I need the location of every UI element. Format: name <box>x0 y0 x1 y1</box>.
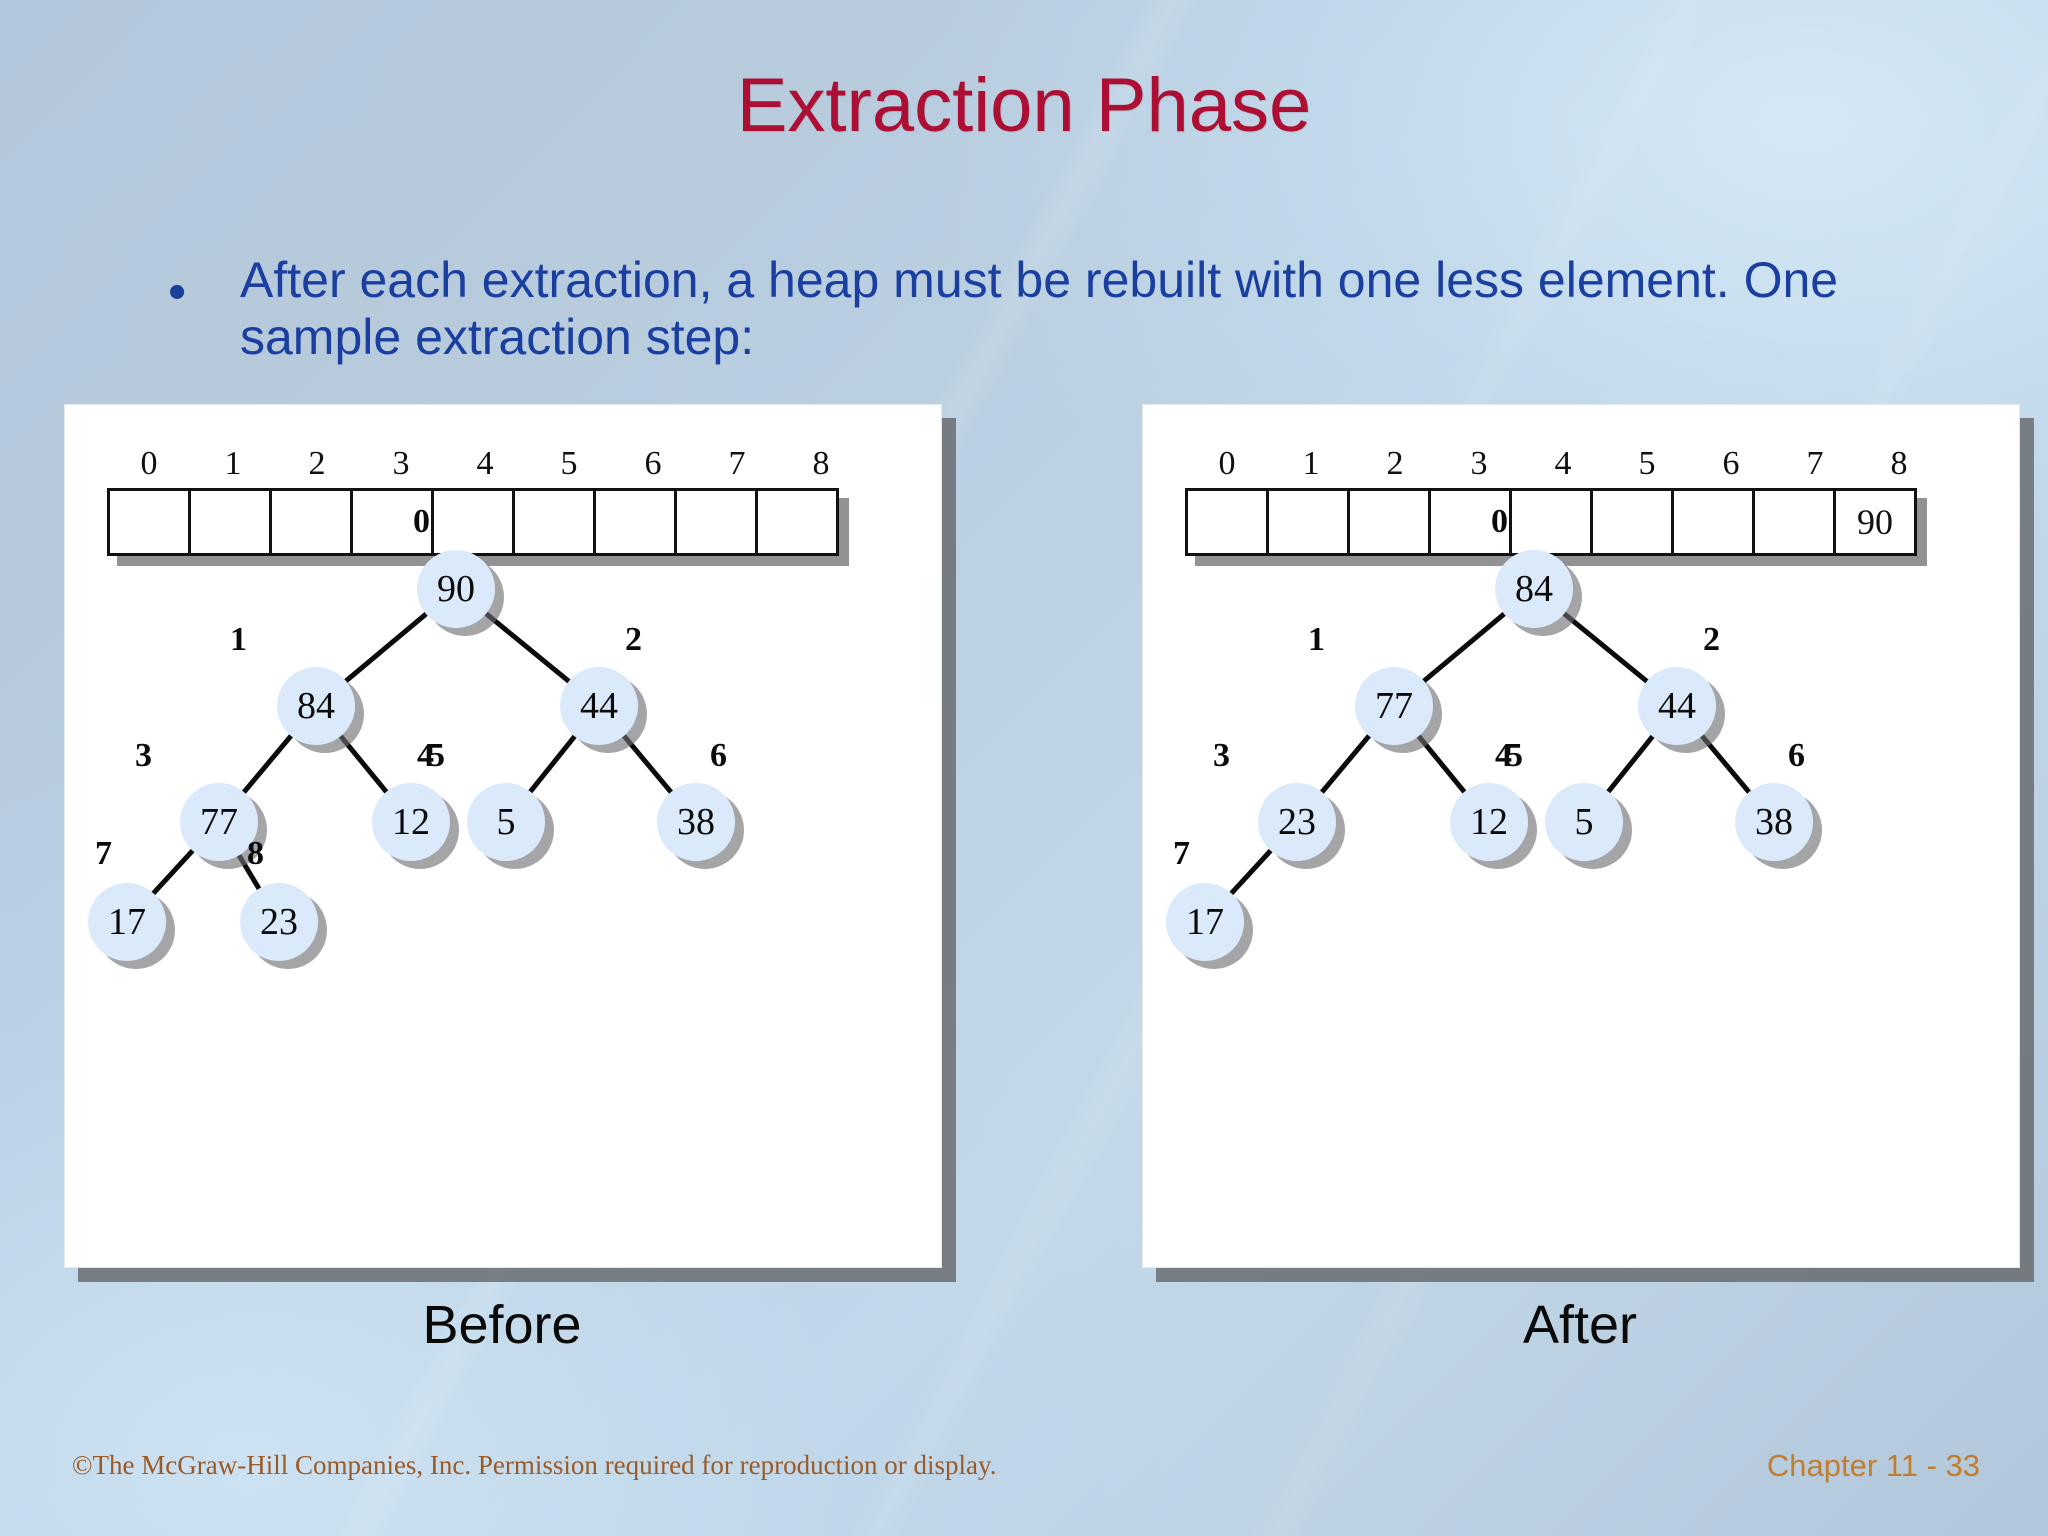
array-index-label: 2 <box>1386 445 1404 482</box>
tree-node[interactable]: 17 <box>88 883 166 961</box>
tree-node-index-label: 4 <box>1495 737 1512 774</box>
array-index-label: 1 <box>1302 445 1320 482</box>
tree-node-index-label: 6 <box>710 737 727 774</box>
tree-node-index-label: 5 <box>428 737 445 774</box>
tree-edges <box>1226 609 1754 899</box>
array-index-label: 6 <box>1722 445 1740 482</box>
tree-node[interactable]: 23 <box>240 883 318 961</box>
array-cell[interactable] <box>1431 491 1512 553</box>
array-index-label: 4 <box>476 445 494 482</box>
tree-node-index-label: 6 <box>1788 737 1805 774</box>
tree-node[interactable]: 38 <box>657 783 735 861</box>
tree-node[interactable]: 84 <box>277 667 355 745</box>
array-cell[interactable] <box>596 491 677 553</box>
array-cell[interactable] <box>1755 491 1836 553</box>
array-cell[interactable] <box>1512 491 1593 553</box>
tree-node-index-label: 1 <box>230 621 247 658</box>
array-index-label: 6 <box>644 445 662 482</box>
array-cell[interactable] <box>1593 491 1674 553</box>
panel-before-caption: Before <box>422 1295 582 1355</box>
array-before: 0 1 2 3 4 5 6 7 8 <box>107 447 863 556</box>
tree-node[interactable]: 17 <box>1166 883 1244 961</box>
array-before-cell-row <box>107 488 839 556</box>
array-cell[interactable] <box>191 491 272 553</box>
tree-node[interactable]: 23 <box>1258 783 1336 861</box>
tree-node[interactable]: 5 <box>1545 783 1623 861</box>
bullet-list: • After each extraction, a heap must be … <box>168 252 1868 366</box>
tree-node-index-label: 2 <box>1703 621 1720 658</box>
array-cell[interactable] <box>110 491 191 553</box>
bullet-marker-icon: • <box>168 263 187 321</box>
array-cell[interactable] <box>758 491 836 553</box>
tree-node-index-label: 0 <box>413 503 430 540</box>
array-index-label: 5 <box>1638 445 1656 482</box>
tree-node[interactable]: 44 <box>1638 667 1716 745</box>
array-index-label: 3 <box>1470 445 1488 482</box>
tree-node[interactable]: 12 <box>372 783 450 861</box>
array-index-label: 4 <box>1554 445 1572 482</box>
tree-node[interactable]: 5 <box>467 783 545 861</box>
array-index-label: 1 <box>224 445 242 482</box>
tree-node[interactable]: 12 <box>1450 783 1528 861</box>
array-index-label: 8 <box>1890 445 1908 482</box>
array-index-label: 3 <box>392 445 410 482</box>
tree-node-index-label: 2 <box>625 621 642 658</box>
array-cell[interactable]: 90 <box>1836 491 1914 553</box>
tree-node[interactable]: 77 <box>180 783 258 861</box>
tree-node-index-label: 3 <box>1213 737 1230 774</box>
page-title: Extraction Phase <box>736 63 1312 148</box>
tree-node-index-label: 7 <box>95 835 112 872</box>
tree-node[interactable]: 84 <box>1495 550 1573 628</box>
array-cell[interactable] <box>1188 491 1269 553</box>
bullet-item-text: After each extraction, a heap must be re… <box>240 252 1839 365</box>
array-cell[interactable] <box>1674 491 1755 553</box>
tree-node[interactable]: 90 <box>417 550 495 628</box>
tree-node[interactable]: 44 <box>560 667 638 745</box>
copyright-notice: ©The McGraw-Hill Companies, Inc. Permiss… <box>72 1450 997 1480</box>
array-cell[interactable] <box>353 491 434 553</box>
array-index-label: 7 <box>728 445 746 482</box>
array-cell[interactable] <box>677 491 758 553</box>
tree-node-index-label: 4 <box>417 737 434 774</box>
tree-node-index-label: 3 <box>135 737 152 774</box>
tree-node-index-label: 5 <box>1506 737 1523 774</box>
array-cell[interactable] <box>1269 491 1350 553</box>
tree-node-index-label: 0 <box>1491 503 1508 540</box>
tree-node[interactable]: 38 <box>1735 783 1813 861</box>
array-cell[interactable] <box>1350 491 1431 553</box>
tree-edges <box>148 609 676 899</box>
page-number: Chapter 11 - 33 <box>1766 1448 1980 1483</box>
array-cell[interactable] <box>434 491 515 553</box>
array-index-label: 7 <box>1806 445 1824 482</box>
panel-after-caption: After <box>1522 1295 1638 1355</box>
tree-node-index-label: 7 <box>1173 835 1190 872</box>
array-cell[interactable] <box>515 491 596 553</box>
array-index-label: 0 <box>1218 445 1236 482</box>
tree-node[interactable]: 77 <box>1355 667 1433 745</box>
array-index-label: 0 <box>140 445 158 482</box>
array-index-label: 5 <box>560 445 578 482</box>
array-before-index-row: 0 1 2 3 4 5 6 7 8 <box>107 447 863 488</box>
tree-node-index-label: 8 <box>247 835 264 872</box>
array-index-label: 8 <box>812 445 830 482</box>
array-after-index-row: 0 1 2 3 4 5 6 7 8 <box>1185 447 1941 488</box>
array-index-label: 2 <box>308 445 326 482</box>
tree-node-index-label: 1 <box>1308 621 1325 658</box>
array-cell[interactable] <box>272 491 353 553</box>
